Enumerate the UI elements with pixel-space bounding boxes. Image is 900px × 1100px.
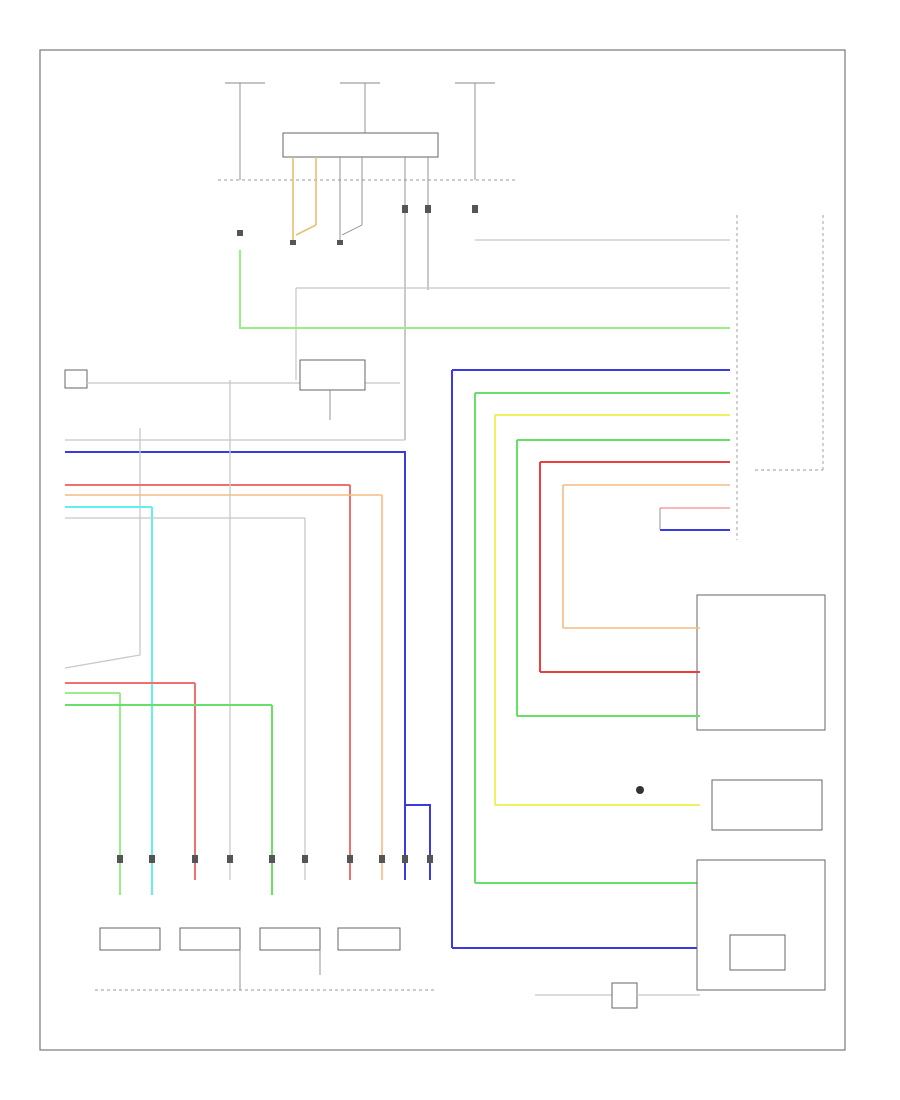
- ecm-input-wires: [239, 239, 730, 531]
- lower-left-harness: [65, 682, 406, 895]
- transmission-range-switch: [451, 370, 826, 991]
- fuse-box: [282, 132, 439, 158]
- steering-wheel-switches: [95, 927, 435, 991]
- diagram-frame: [39, 49, 846, 1051]
- clutch-switch-chain: [535, 982, 700, 1009]
- engine-control-module: [736, 215, 824, 540]
- fuse-outputs: [237, 157, 478, 440]
- pedal-switch-module: [516, 440, 826, 731]
- bottom-connectors: [117, 855, 433, 863]
- power-distribution: [218, 82, 515, 181]
- cruise-main-switch: [64, 359, 400, 420]
- cruise-indicator: [494, 415, 823, 831]
